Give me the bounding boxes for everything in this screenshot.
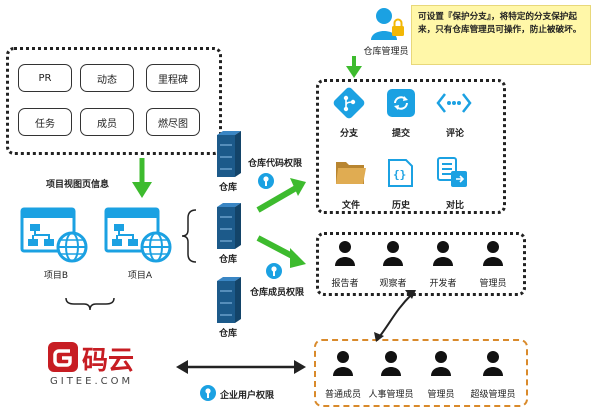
project-b-icon <box>20 207 90 263</box>
code-features-box <box>316 79 506 214</box>
brand-sub: GITEE.COM <box>50 376 134 387</box>
view-item-task: 任务 <box>18 108 72 136</box>
role-developer-label: 开发者 <box>429 279 457 289</box>
view-item-activity: 动态 <box>80 64 134 92</box>
enterprise-permission-label: 企业用户权限 <box>220 391 275 401</box>
project-view-label: 项目视图页信息 <box>46 180 110 190</box>
ent-member-label: 普通成员 <box>324 390 361 400</box>
code-item-file: 文件 <box>341 201 360 211</box>
repo-label-2: 仓库 <box>218 255 237 265</box>
project-b-label: 项目B <box>43 271 69 281</box>
code-item-commit: 提交 <box>391 129 410 139</box>
compare-icon <box>436 156 470 190</box>
view-down-arrow <box>132 158 152 198</box>
key-icon-member <box>266 263 282 279</box>
ent-super-admin-label: 超级管理员 <box>470 390 516 400</box>
ent-super-admin-icon <box>482 350 504 376</box>
ent-admin-label: 管理员 <box>427 390 455 400</box>
gitee-logo: 码云 GITEE.COM <box>48 340 168 390</box>
project-a-icon <box>104 207 174 263</box>
view-item-pr: PR <box>18 64 72 92</box>
repo-label-1: 仓库 <box>218 183 237 193</box>
svg-text:{}: {} <box>393 168 406 181</box>
ent-member-icon <box>332 350 354 376</box>
role-observer-label: 观察者 <box>379 279 407 289</box>
role-reporter-icon <box>334 240 356 266</box>
key-icon-code <box>258 173 274 189</box>
protected-branch-note: 可设置『保护分支』，将特定的分支保护起来，只有仓库管理员可操作，防止被破坏。 <box>411 5 591 65</box>
admin-down-arrow <box>346 56 362 78</box>
code-item-comment: 评论 <box>445 129 464 139</box>
view-item-milestone: 里程碑 <box>146 64 200 92</box>
code-item-history: 历史 <box>391 201 410 211</box>
enterprise-double-arrow <box>176 360 306 374</box>
repo-server-icon-1 <box>217 131 241 177</box>
repo-roles-box <box>316 232 526 296</box>
project-brace <box>65 297 115 311</box>
admin-label: 仓库管理员 <box>363 47 409 57</box>
ent-hr-admin-label: 人事管理员 <box>368 390 414 400</box>
repo-label-3: 仓库 <box>218 329 237 339</box>
project-view-box <box>6 47 222 155</box>
role-observer-icon <box>382 240 404 266</box>
role-admin-label: 管理员 <box>479 279 507 289</box>
history-icon: {} <box>386 158 414 188</box>
project-a-label: 项目A <box>127 271 153 281</box>
folder-icon <box>334 156 368 186</box>
repo-code-permission-label: 仓库代码权限 <box>248 159 303 169</box>
roles-link-arrow <box>379 293 413 337</box>
view-item-member: 成员 <box>80 108 134 136</box>
ent-hr-admin-icon <box>380 350 402 376</box>
comment-icon <box>436 92 472 114</box>
brand-name: 码云 <box>82 346 135 376</box>
role-developer-icon <box>432 240 454 266</box>
code-item-branch: 分支 <box>339 129 358 139</box>
repo-server-icon-3 <box>217 277 241 323</box>
enterprise-roles-box <box>314 339 528 407</box>
repo-member-permission-label: 仓库成员权限 <box>250 288 305 298</box>
key-icon-enterprise <box>200 385 216 401</box>
code-item-compare: 对比 <box>445 201 464 211</box>
role-admin-icon <box>482 240 504 266</box>
view-item-burndown: 燃尽图 <box>146 108 200 136</box>
role-reporter-label: 报告者 <box>331 279 359 289</box>
commit-icon <box>386 88 416 118</box>
repo-brace <box>181 209 197 263</box>
repo-server-icon-2 <box>217 203 241 249</box>
admin-avatar-icon <box>368 6 408 42</box>
branch-icon <box>333 87 365 119</box>
ent-admin-icon <box>430 350 452 376</box>
